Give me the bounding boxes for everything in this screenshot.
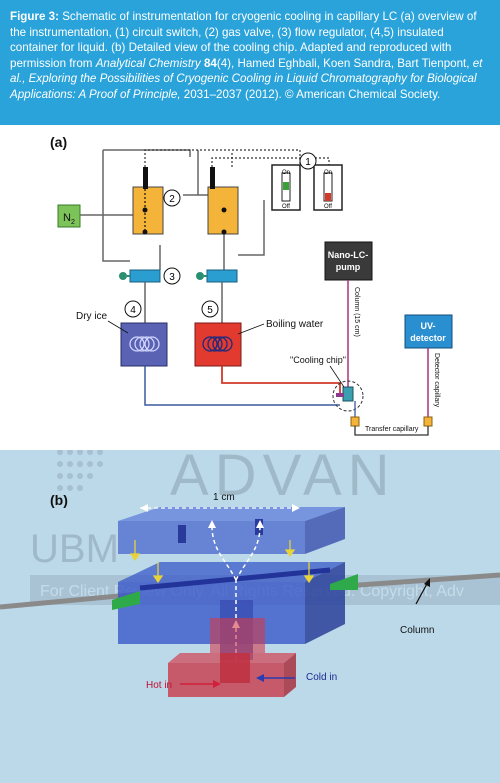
panel-b-label: (b) xyxy=(50,492,68,508)
detector-connector xyxy=(423,416,433,427)
gas-valve-left xyxy=(132,186,164,235)
detector-capillary-label: Detector capillary xyxy=(433,353,440,408)
panel-a-label: (a) xyxy=(50,134,67,150)
ferrule-right xyxy=(330,574,358,590)
transfer-capillary-label: Transfer capillary xyxy=(365,426,419,433)
width-label: 1 cm xyxy=(213,492,235,503)
callout-4-label: 4 xyxy=(130,305,136,316)
dry-ice-coil xyxy=(129,336,160,352)
watermark-ubm: UBM xyxy=(30,527,119,571)
switch-left-on: On xyxy=(282,170,290,176)
callout-1 xyxy=(299,152,317,170)
control-lines xyxy=(144,149,330,167)
flow-regulator-left xyxy=(129,269,161,283)
column-capillary-right xyxy=(344,572,500,589)
caption-issue: (4), Hamed Eghbali, Koen Sandra, Bart Ti… xyxy=(216,56,473,70)
uv-label-1: UV- xyxy=(420,321,435,331)
uv-detector xyxy=(404,314,453,349)
column-label: Column (15 cm) xyxy=(353,287,360,337)
callout-1-label: 1 xyxy=(305,157,311,168)
callout-4 xyxy=(124,300,142,318)
caption-tail: 2031–2037 (2012). © American Chemical So… xyxy=(180,87,441,101)
callout-5-label: 5 xyxy=(207,305,213,316)
callout-2 xyxy=(163,189,181,207)
pump-label-1: Nano-LC- xyxy=(328,250,369,260)
callout-3-label: 3 xyxy=(169,272,175,283)
hot-cold-t-block xyxy=(168,618,296,697)
callout-3 xyxy=(163,267,181,285)
cold-in-label: Cold in xyxy=(306,672,337,683)
switch-right-off: Off xyxy=(324,204,332,210)
cooling-chip-detail: ADVAN UBM For Client Review Only. All Ri… xyxy=(0,450,500,697)
ferrule-left xyxy=(112,591,140,610)
transfer-connector xyxy=(350,416,360,427)
callout-5 xyxy=(201,300,219,318)
cooling-chip-label: "Cooling chip" xyxy=(290,355,346,365)
regulator-knob-left xyxy=(119,272,127,280)
switch-right-on: On xyxy=(324,170,332,176)
alignment-arrows xyxy=(129,540,315,584)
pump-label-2: pump xyxy=(336,262,361,272)
panel-b-cooling-chip: ADVAN UBM For Client Review Only. All Ri… xyxy=(0,450,500,783)
caption-text: Schematic of instrumentation for cryogen… xyxy=(10,10,477,70)
column-label-b: Column xyxy=(400,625,434,636)
cold-line xyxy=(144,366,340,406)
flow-arrows xyxy=(211,525,261,660)
boiling-water-label: Boiling water xyxy=(266,319,324,330)
figure-caption: Figure 3: Schematic of instrumentation f… xyxy=(0,0,500,125)
panel-a-overview: (a) N2 xyxy=(0,125,500,450)
n2-source xyxy=(57,204,81,228)
transfer-capillary-line xyxy=(354,426,429,436)
column-pointer xyxy=(415,581,429,605)
regulator-knob-right xyxy=(196,272,204,280)
n2-subscript: 2 xyxy=(71,219,75,226)
boiling-coil xyxy=(202,336,233,352)
switch-left-off: Off xyxy=(282,204,290,210)
watermark-brand: ADVAN xyxy=(170,450,396,508)
valve-actuator-left xyxy=(143,167,148,189)
caption-label: Figure 3: xyxy=(10,10,59,23)
cooling-chip-callout xyxy=(332,380,364,412)
caption-journal: Analytical Chemistry xyxy=(95,56,201,70)
column-capillary-left xyxy=(0,591,141,610)
callout-2-label: 2 xyxy=(169,194,175,205)
cooling-chip xyxy=(342,386,354,402)
caption-volume: 84 xyxy=(203,56,217,70)
n2-label: N xyxy=(63,212,71,224)
caption-title: et al., Exploring the Possibilities of C… xyxy=(10,56,483,101)
chip-top-lid xyxy=(118,507,345,554)
svg-text:N2: N2 xyxy=(63,212,75,226)
hot-in-label: Hot in xyxy=(146,680,172,691)
nano-lc-pump xyxy=(324,241,373,281)
instrumentation-schematic: (a) N2 xyxy=(50,134,453,436)
hot-line xyxy=(221,366,341,393)
valve-actuator-right xyxy=(210,167,215,189)
flow-regulator-right xyxy=(206,269,238,283)
uv-label-2: detector xyxy=(410,333,446,343)
dry-ice-label: Dry ice xyxy=(76,311,108,322)
